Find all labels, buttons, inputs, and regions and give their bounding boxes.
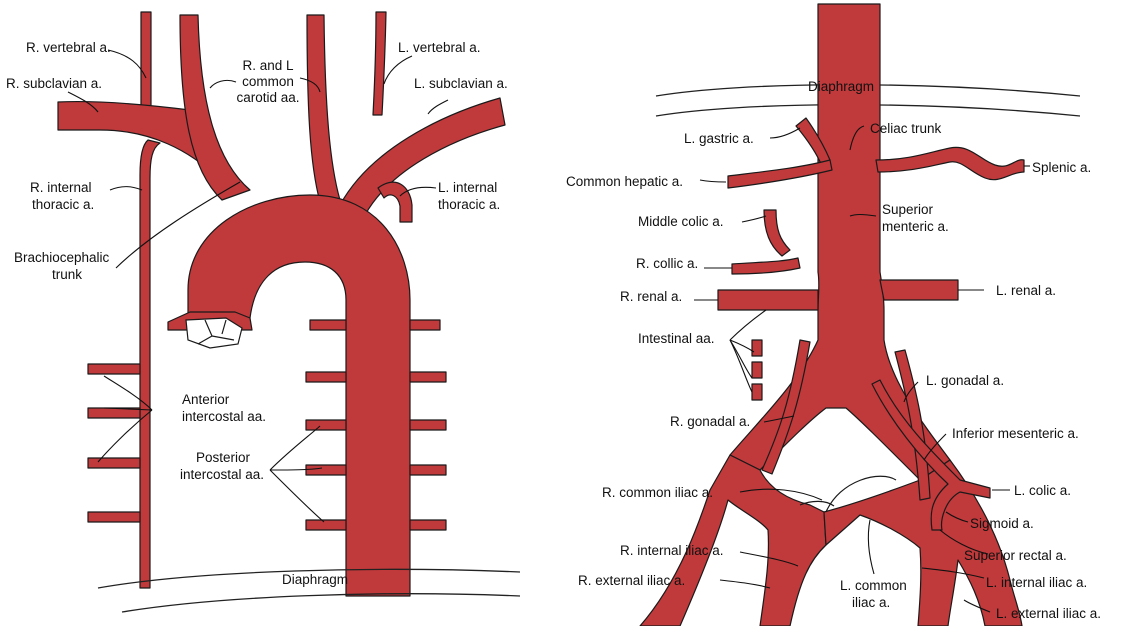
posterior-intercostal-r4 (410, 465, 446, 475)
label-anterior-intercostal-1: Anterior (182, 392, 230, 407)
label-sigmoid: Sigmoid a. (970, 516, 1034, 531)
posterior-intercostal-4 (306, 465, 346, 475)
label-l-common-iliac-1: L. common (840, 578, 907, 593)
abdominal-aorta-drawing (640, 4, 1080, 626)
label-common-carotid-2: common (242, 74, 294, 89)
l-vertebral-artery (373, 12, 386, 115)
r-common-carotid-artery (180, 15, 250, 200)
posterior-intercostal-2 (306, 372, 346, 382)
label-inferior-mesenteric: Inferior mesenteric a. (952, 426, 1079, 441)
posterior-intercostal-r5 (410, 520, 446, 530)
intestinal-artery-3 (752, 384, 762, 400)
posterior-intercostal-1 (310, 320, 346, 330)
label-posterior-intercostal-1: Posterior (196, 450, 251, 465)
label-r-external-iliac: R. external iliac a. (578, 573, 685, 588)
label-celiac: Celiac trunk (870, 121, 942, 136)
label-r-common-iliac: R. common iliac a. (602, 485, 713, 500)
label-intestinal: Intestinal aa. (638, 331, 715, 346)
label-l-common-iliac-2: iliac a. (852, 595, 890, 610)
label-superior-rectal: Superior rectal a. (964, 548, 1067, 563)
label-r-renal: R. renal a. (620, 289, 682, 304)
l-common-carotid-artery (307, 15, 340, 202)
label-l-internal-thoracic-2: thoracic a. (438, 197, 500, 212)
iliac-bifurcation (640, 455, 826, 626)
r-internal-thoracic-artery (140, 140, 160, 588)
r-renal-artery (718, 290, 818, 310)
label-abdominal-diaphragm: Diaphragm (808, 79, 874, 94)
label-l-vertebral: L. vertebral a. (398, 40, 481, 55)
posterior-intercostal-3 (306, 420, 346, 430)
l-renal-artery (880, 280, 958, 300)
l-internal-thoracic-artery (378, 182, 412, 222)
label-r-internal-thoracic-1: R. internal (30, 180, 92, 195)
r-colic-artery (732, 258, 800, 274)
label-l-subclavian: L. subclavian a. (414, 76, 508, 91)
label-r-subclavian: R. subclavian a. (6, 76, 102, 91)
label-posterior-intercostal-2: intercostal aa. (180, 467, 264, 482)
intestinal-artery-1 (752, 340, 762, 356)
label-superior-mesenteric-2: menteric a. (882, 219, 949, 234)
posterior-intercostal-r3 (410, 420, 446, 430)
label-superior-mesenteric-1: Superior (882, 202, 934, 217)
aortic-valve (186, 318, 242, 348)
anterior-intercostal-3 (88, 458, 140, 468)
label-l-gastric: L. gastric a. (684, 131, 754, 146)
label-r-internal-iliac: R. internal iliac a. (620, 543, 724, 558)
intestinal-artery-2 (752, 362, 762, 378)
label-common-hepatic: Common hepatic a. (566, 174, 683, 189)
splenic-artery (876, 147, 1024, 179)
label-thoracic-diaphragm: Diaphragm (282, 572, 348, 587)
label-l-external-iliac: L. external iliac a. (996, 606, 1101, 621)
label-middle-colic: Middle colic a. (638, 214, 724, 229)
label-r-internal-thoracic-2: thoracic a. (32, 197, 94, 212)
label-l-colic: L. colic a. (1014, 483, 1071, 498)
label-common-carotid-1: R. and L (242, 58, 294, 73)
label-l-renal: L. renal a. (996, 283, 1056, 298)
middle-colic-artery (764, 210, 790, 256)
label-splenic: Splenic a. (1032, 160, 1091, 175)
r-vertebral-artery (141, 12, 151, 110)
common-hepatic-artery (728, 160, 832, 188)
label-l-internal-thoracic-1: L. internal (438, 180, 497, 195)
label-brachiocephalic-1: Brachiocephalic (14, 250, 110, 265)
label-l-gonadal: L. gonadal a. (926, 373, 1004, 388)
label-brachiocephalic-2: trunk (52, 267, 82, 282)
posterior-intercostal-r2 (410, 372, 446, 382)
label-r-vertebral: R. vertebral a. (26, 40, 111, 55)
label-l-internal-iliac: L. internal iliac a. (986, 575, 1087, 590)
anterior-intercostal-4 (88, 512, 140, 522)
label-r-gonadal: R. gonadal a. (670, 414, 750, 429)
label-r-colic: R. collic a. (636, 256, 698, 271)
posterior-intercostal-r1 (410, 320, 440, 330)
label-common-carotid-3: carotid aa. (236, 90, 299, 105)
label-anterior-intercostal-2: intercostal aa. (182, 409, 266, 424)
anterior-intercostal-1 (88, 364, 140, 374)
posterior-intercostal-5 (306, 520, 346, 530)
